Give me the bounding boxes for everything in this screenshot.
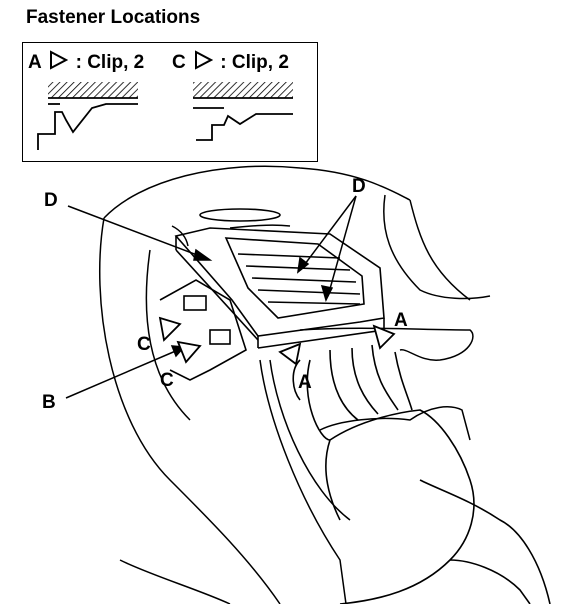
clip-a-pointer-1 xyxy=(278,342,302,366)
page-title: Fastener Locations xyxy=(26,7,201,28)
clip-c-pointer-2 xyxy=(176,340,202,364)
legend-letter-a: A xyxy=(28,52,42,73)
callout-d-top: D xyxy=(352,176,366,197)
triangle-pointer-icon xyxy=(195,50,214,70)
clip-c-profile-icon xyxy=(193,82,293,141)
callout-leaders xyxy=(65,195,357,399)
legend-item-a: A : Clip, 2 xyxy=(28,50,144,74)
legend-text-c: : Clip, 2 xyxy=(220,52,289,73)
callout-a-1: A xyxy=(298,372,312,393)
callout-b: B xyxy=(42,392,56,413)
fastener-legend-box xyxy=(22,42,318,162)
clip-pointers xyxy=(158,316,396,366)
center-vent-assembly xyxy=(159,208,385,381)
legend-letter-c: C xyxy=(172,52,186,73)
legend-item-c: C : Clip, 2 xyxy=(172,50,289,74)
callout-c-2: C xyxy=(160,370,174,391)
dashboard-outline xyxy=(99,165,491,604)
callout-a-2: A xyxy=(394,310,408,331)
triangle-pointer-icon xyxy=(50,50,69,70)
clip-a-pointer-2 xyxy=(372,324,396,350)
hand-icon xyxy=(292,344,551,604)
clip-c-pointer-1 xyxy=(158,316,182,342)
callout-d-left: D xyxy=(44,190,58,211)
callout-c-1: C xyxy=(137,334,151,355)
clip-a-profile-icon xyxy=(37,82,138,150)
legend-text-a: : Clip, 2 xyxy=(75,52,145,73)
